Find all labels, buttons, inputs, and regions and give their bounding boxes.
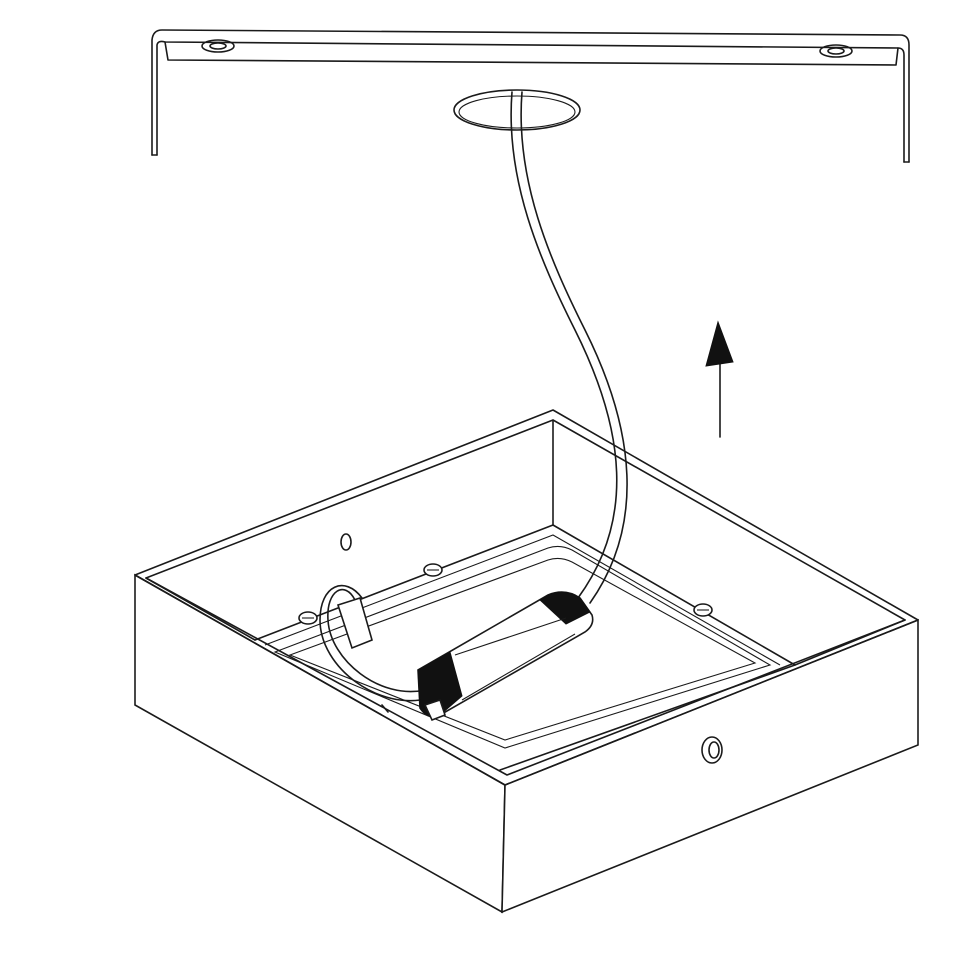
cable-clamp xyxy=(336,596,373,650)
screw-icon xyxy=(693,603,713,617)
power-cable xyxy=(319,91,628,713)
screw-icon xyxy=(423,563,443,577)
ceiling-hole xyxy=(453,89,581,131)
screw-hole-right xyxy=(819,44,853,58)
mounting-bracket xyxy=(151,29,910,163)
screw-hole-left xyxy=(201,39,235,53)
side-screw-hole xyxy=(701,736,723,764)
up-arrow-icon xyxy=(705,320,734,438)
led-driver xyxy=(336,591,594,722)
hole xyxy=(340,533,352,551)
screw-icon xyxy=(298,611,318,625)
